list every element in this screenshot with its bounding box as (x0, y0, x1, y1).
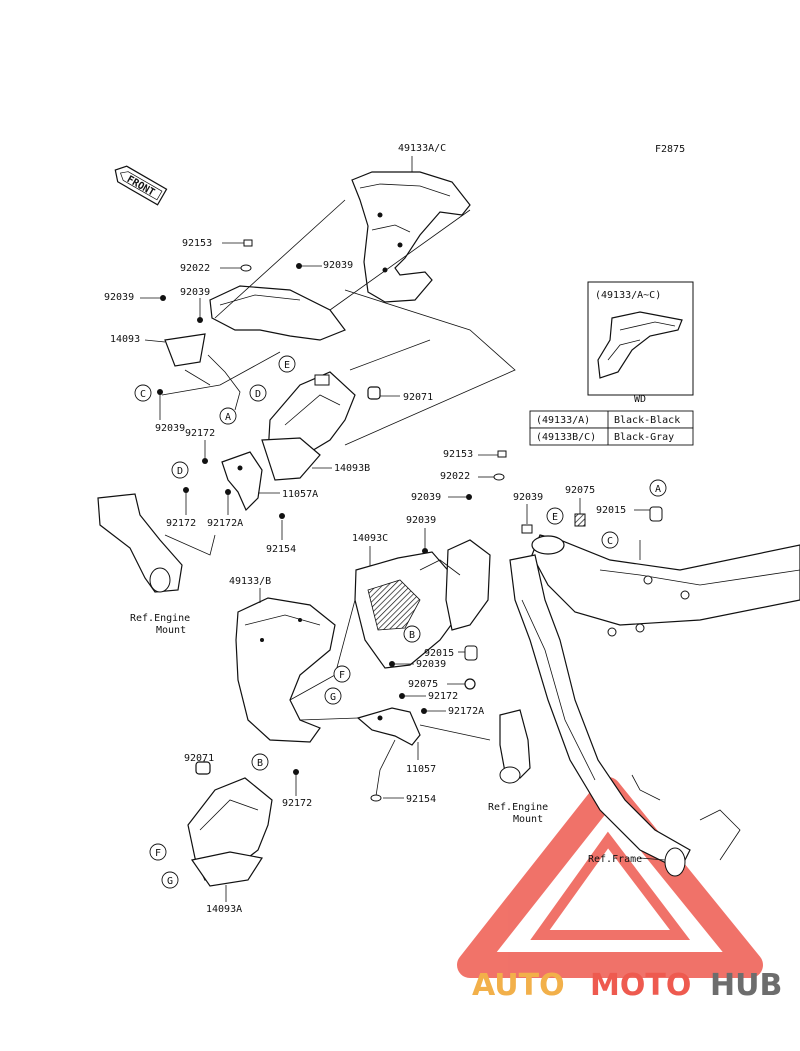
inset-title: (49133/A~C) (595, 290, 661, 301)
callout-c-2: C (601, 531, 619, 549)
callout-g-2: G (161, 871, 179, 889)
color-table: (49133/A) Black-Black (49133B/C) Black-G… (529, 410, 694, 446)
fairing-49133b (235, 597, 336, 743)
ref-engine-mount-1-line2: Mount (156, 625, 186, 636)
svg-text:E: E (284, 360, 290, 371)
ref-engine-mount-1-line1: Ref.Engine (130, 613, 190, 624)
part-92022a-label: 92022 (180, 263, 210, 274)
part-11057-label: 11057 (406, 764, 436, 775)
part-92172c-label: 92172 (428, 691, 458, 702)
engine-mount-right (419, 709, 531, 784)
watermark-moto: MOTO (590, 968, 691, 1003)
part-49133ac-label: 49133A/C (398, 143, 446, 154)
part-92039g-label: 92039 (406, 515, 436, 526)
table-part-1: (49133/A) (536, 415, 590, 426)
svg-text:F: F (339, 670, 345, 681)
callout-a-1: A (219, 407, 237, 425)
part-92015a-label: 92015 (596, 505, 626, 516)
watermark-auto: AUTO (472, 968, 565, 1003)
part-92172ac-label: 92172A (448, 706, 484, 717)
front-arrow-icon: FRONT (114, 165, 168, 206)
watermark-logo (457, 777, 763, 978)
part-92039h-label: 92039 (416, 659, 446, 670)
callout-e-2: E (546, 507, 564, 525)
part-49133b-label: 49133/B (229, 576, 271, 587)
callout-a-2: A (649, 479, 667, 497)
callout-b-2: B (251, 753, 269, 771)
diagram-code: F2875 (655, 144, 685, 155)
callout-f-1: F (333, 665, 351, 683)
inner-panel-14093c (354, 539, 491, 669)
part-14093c-label: 14093C (352, 533, 388, 544)
part-92075b-label: 92075 (408, 679, 438, 690)
bracket-11057 (356, 707, 421, 746)
part-14093b-label: 14093B (334, 463, 370, 474)
part-14093-label: 14093 (110, 334, 140, 345)
svg-text:C: C (140, 389, 146, 400)
cowl-49133ac (351, 171, 471, 303)
part-92039e-label: 92039 (411, 492, 441, 503)
part-92039b-label: 92039 (104, 292, 134, 303)
svg-text:A: A (225, 412, 231, 423)
part-92154a-label: 92154 (266, 544, 296, 555)
bracket-11057a (221, 451, 263, 512)
part-92022b-label: 92022 (440, 471, 470, 482)
part-92153a-label: 92153 (182, 238, 212, 249)
callout-g-1: G (324, 687, 342, 705)
part-11057a-label: 11057A (282, 489, 318, 500)
ref-engine-mount-2-line2: Mount (513, 814, 543, 825)
part-92039d-label: 92039 (155, 423, 185, 434)
inset-variant: WD (634, 394, 646, 405)
svg-text:E: E (552, 512, 558, 523)
table-part-2: (49133B/C) (536, 432, 596, 443)
svg-text:D: D (255, 389, 261, 400)
svg-text:F: F (155, 848, 161, 859)
callout-b-1: B (403, 625, 421, 643)
part-92015b-label: 92015 (424, 648, 454, 659)
part-92172b-label: 92172 (166, 518, 196, 529)
part-92172d-label: 92172 (282, 798, 312, 809)
svg-text:G: G (330, 692, 336, 703)
svg-text:A: A (655, 484, 661, 495)
svg-text:D: D (177, 466, 183, 477)
table-color-1: Black-Black (614, 415, 680, 426)
ref-engine-mount-2-line1: Ref.Engine (488, 802, 548, 813)
svg-text:B: B (257, 758, 263, 769)
svg-text:C: C (607, 536, 613, 547)
frame-assembly (509, 534, 800, 877)
part-92172ab-label: 92172A (207, 518, 243, 529)
bracket-14093b (261, 371, 356, 481)
part-92071a-label: 92071 (403, 392, 433, 403)
engine-mount-left (97, 493, 216, 593)
cover-upper-left (164, 285, 346, 411)
callout-d-1: D (249, 384, 267, 402)
svg-text:B: B (409, 630, 415, 641)
watermark-text: AUTO MOTO HUB (472, 968, 782, 1003)
callout-f-2: F (149, 843, 167, 861)
part-92154b-label: 92154 (406, 794, 436, 805)
part-92075a-label: 92075 (565, 485, 595, 496)
bracket-14093a (187, 777, 273, 887)
part-14093a-label: 14093A (206, 904, 242, 915)
part-92039a-label: 92039 (323, 260, 353, 271)
watermark-hub: HUB (710, 968, 782, 1003)
svg-text:G: G (167, 876, 173, 887)
table-color-2: Black-Gray (614, 432, 674, 443)
part-92172a-label: 92172 (185, 428, 215, 439)
part-92071b-label: 92071 (184, 753, 214, 764)
inset-box: (49133/A~C) WD (587, 281, 694, 405)
part-92039f-label: 92039 (513, 492, 543, 503)
callout-d-2: D (171, 461, 189, 479)
callout-c-1: C (134, 384, 152, 402)
part-92153b-label: 92153 (443, 449, 473, 460)
callout-e-1: E (278, 355, 296, 373)
ref-frame: Ref.Frame (588, 854, 642, 865)
part-92039c-label: 92039 (180, 287, 210, 298)
